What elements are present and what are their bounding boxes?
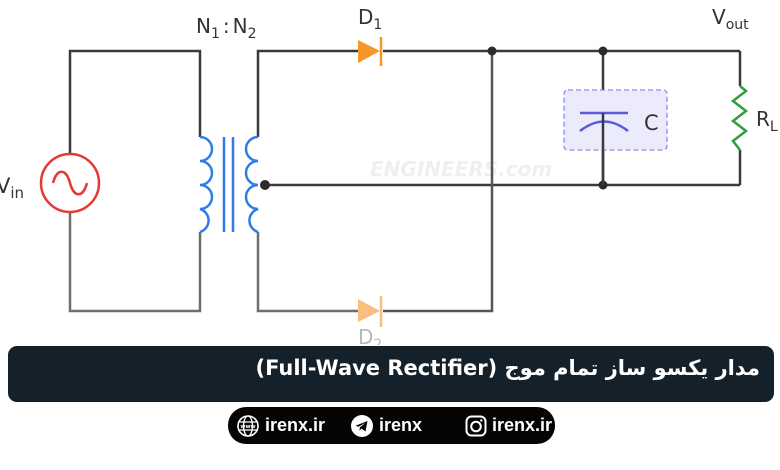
diode-d1-icon [358, 37, 383, 66]
d2-label: D2 [358, 325, 382, 345]
secondary-wire-bottom [256, 232, 358, 313]
social-links-bar: www irenx.ir irenx irenx.ir [228, 407, 555, 444]
watermark-text: ENGINEERS.com [370, 157, 552, 181]
d1-label: D1 [358, 5, 382, 33]
secondary-wire-top [256, 49, 358, 137]
primary-wire-top [68, 49, 202, 154]
turns-ratio-label: N1:N2 [196, 14, 257, 42]
center-tap-dot [260, 180, 270, 190]
capacitor-label: C [644, 111, 659, 135]
transformer-icon [199, 135, 259, 234]
primary-wire-bottom [68, 212, 202, 313]
website-text: irenx.ir [265, 415, 326, 435]
telegram-link[interactable]: irenx [350, 407, 422, 444]
svg-text:www: www [240, 424, 255, 430]
title-banner: مدار یکسو ساز تمام موج (Full-Wave Rectif… [8, 346, 774, 402]
instagram-text: irenx.ir [492, 415, 553, 435]
vin-label: Vin [0, 174, 24, 202]
vout-label: Vout [712, 5, 749, 33]
banner-title: مدار یکسو ساز تمام موج (Full-Wave Rectif… [255, 356, 761, 380]
junction-dot [487, 46, 497, 56]
load-resistor-icon [730, 85, 749, 151]
telegram-icon [351, 414, 373, 437]
primary-coil [199, 135, 214, 234]
ac-source-icon [39, 152, 101, 214]
instagram-icon [465, 415, 487, 436]
website-link[interactable]: www irenx.ir [236, 407, 325, 444]
globe-icon: www [237, 414, 259, 437]
diode-d2-icon [358, 296, 383, 327]
telegram-text: irenx [379, 415, 423, 435]
junction-dot [598, 46, 608, 56]
load-label: RL [756, 107, 778, 135]
diode2-return-wire [383, 51, 494, 313]
secondary-coil [244, 135, 259, 234]
watermark: ENGINEERS.com [370, 157, 552, 181]
instagram-link[interactable]: irenx.ir [465, 407, 552, 444]
full-wave-rectifier-diagram: ENGINEERS.com Vin N1:N2 [0, 5, 778, 345]
capacitor-highlight-box [563, 89, 668, 151]
